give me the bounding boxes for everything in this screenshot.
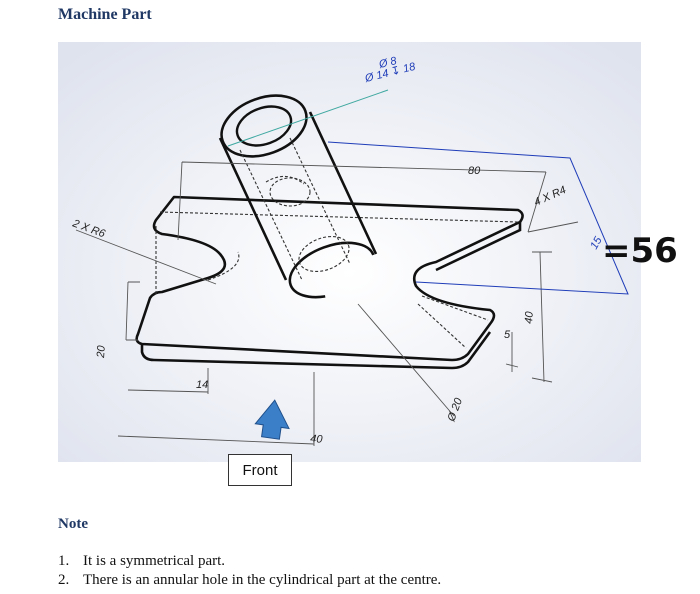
dim-length-40-bottom: 40 [310, 433, 324, 446]
note-item: 1.It is a symmetrical part. [58, 553, 226, 569]
dim-height-20: 20 [95, 344, 108, 359]
cylinder-bore [235, 105, 293, 147]
dim-slot-14: 14 [196, 379, 208, 391]
cylinder-body [218, 111, 378, 281]
hidden-bore-mid [269, 177, 311, 207]
dim-length-80: 80 [468, 165, 481, 177]
dim-hole-dia: Ø 8 [377, 55, 399, 71]
machine-part-drawing: Ø 8 Ø 14 ↧ 18 80 4 X R4 2 X R6 40 5 20 1… [58, 42, 678, 462]
dim-width-40: 40 [523, 310, 536, 324]
base-plate-top-outline [135, 195, 524, 362]
handwritten-annotation: =56 [602, 231, 678, 271]
front-view-label: Front [228, 454, 292, 486]
cylinder-top [220, 94, 308, 158]
base-plate-front-edge [140, 331, 492, 370]
hidden-bore-bottom [298, 235, 350, 273]
hidden-lines-cylinder [239, 137, 351, 281]
note-heading: Note [58, 516, 88, 532]
notes-list: 1.It is a symmetrical part. 2.There is a… [58, 552, 441, 590]
drawing-background [58, 42, 641, 462]
dim-thickness-5: 5 [504, 329, 511, 341]
dimension-lines [75, 161, 579, 446]
base-plate-right-edge [435, 222, 522, 272]
up-arrow-icon [254, 399, 290, 440]
teal-leader-line [227, 89, 389, 147]
note-item: 2.There is an annular hole in the cylind… [58, 572, 442, 588]
blue-dimension-line [327, 141, 629, 295]
page-title: Machine Part [58, 6, 152, 23]
cylinder-bottom-arc [288, 241, 376, 299]
